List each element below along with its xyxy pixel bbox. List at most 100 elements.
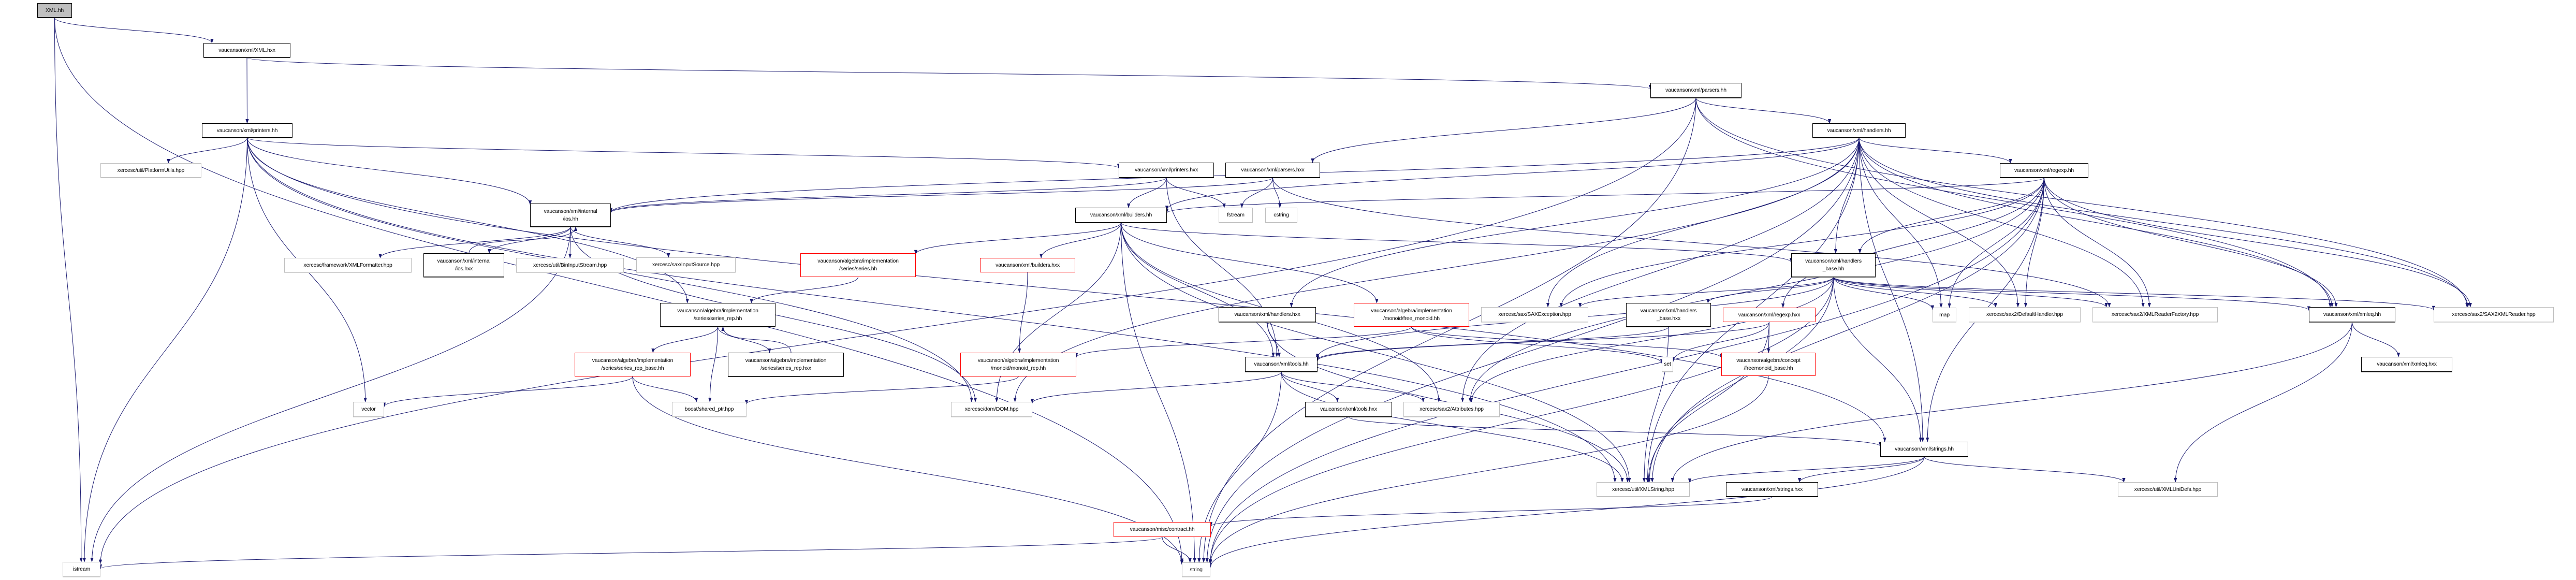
node-contract-hh[interactable]: vaucanson/misc/contract.hh	[1114, 522, 1211, 537]
node-dom[interactable]: xercesc/dom/DOM.hpp	[951, 402, 1032, 417]
node-strings-hh[interactable]: vaucanson/xml/strings.hh	[1880, 442, 1968, 457]
edge-series-rep-hh-to-series-rep-hxx	[718, 326, 771, 353]
node-xmlstring[interactable]: xercesc/util/XMLString.hpp	[1597, 482, 1690, 497]
edge-handlers-base-hh-to-attributes	[1470, 277, 1834, 402]
node-bininputstream[interactable]: xercesc/util/BinInputStream.hpp	[516, 258, 624, 272]
node-xmlformatter[interactable]: xercesc/framework/XMLFormatter.hpp	[284, 258, 412, 272]
node-label: fstream	[1227, 212, 1245, 218]
node-label: vaucanson/xml/builders.hxx	[996, 262, 1060, 268]
edge-printers-hh-to-platformutils	[167, 137, 247, 164]
node-xmleq-hxx[interactable]: vaucanson/xml/xmleq.hxx	[2361, 357, 2452, 372]
node-series-rep-hh[interactable]: vaucanson/algebra/implementation /series…	[660, 303, 775, 327]
edge-builders-hh-to-handlers-base-hh	[1121, 222, 1793, 263]
edge-freemonoid-base-to-string	[1208, 375, 1769, 566]
edge-handlers-hh-to-attributes	[1461, 137, 1860, 402]
node-series-rep-hxx[interactable]: vaucanson/algebra/implementation /series…	[728, 353, 844, 376]
node-series-rep-base[interactable]: vaucanson/algebra/implementation /series…	[575, 353, 691, 376]
node-builders-hxx[interactable]: vaucanson/xml/builders.hxx	[980, 258, 1075, 272]
edge-series-rep-hxx-to-series-rep-hh	[721, 326, 792, 353]
node-builders-hh[interactable]: vaucanson/xml/builders.hh	[1075, 208, 1167, 223]
edge-series-rep-hh-to-series-rep-base	[651, 326, 718, 353]
edge-regexp-hh-to-attributes	[1468, 177, 2044, 402]
edge-tools-hxx-to-strings-hh	[1348, 416, 1882, 447]
node-shared-ptr[interactable]: boost/shared_ptr.hpp	[672, 402, 747, 417]
node-ios-hh[interactable]: vaucanson/xml/internal /ios.hh	[530, 204, 611, 227]
node-regexp-hxx[interactable]: vaucanson/xml/regexp.hxx	[1723, 308, 1816, 322]
node-set[interactable]: set	[1662, 357, 1673, 372]
node-string[interactable]: string	[1182, 562, 1210, 577]
edge-tools-hh-to-xmlstring	[1281, 371, 1624, 483]
edge-printers-hh-to-xmlstring	[247, 137, 1617, 483]
node-map[interactable]: map	[1933, 308, 1956, 322]
edge-builders-hh-to-series-hh	[914, 222, 1121, 255]
edge-regexp-hxx-to-set	[1671, 322, 1769, 363]
node-free-monoid[interactable]: vaucanson/algebra/implementation /monoid…	[1354, 303, 1469, 327]
node-label: xercesc/util/XMLString.hpp	[1612, 486, 1674, 492]
node-sax2xmlreader[interactable]: xercesc/sax2/SAX2XMLReader.hpp	[2434, 307, 2554, 322]
node-printers-hh[interactable]: vaucanson/xml/printers.hh	[202, 123, 292, 138]
node-label: vaucanson/xml/handlers _base.hh	[1805, 258, 1862, 272]
edge-contract-hh-to-istream	[99, 536, 1163, 570]
edge-xmleq-hh-to-xmlstring	[1671, 322, 2352, 483]
node-xmlreaderfactory[interactable]: xercesc/sax2/XMLReaderFactory.hpp	[2092, 307, 2218, 322]
edge-printers-hh-to-series-rep-hh	[247, 137, 689, 303]
node-handlers-base-hxx[interactable]: vaucanson/xml/handlers _base.hxx	[1626, 303, 1711, 327]
node-tools-hh[interactable]: vaucanson/xml/tools.hh	[1245, 357, 1318, 372]
node-platformutils[interactable]: xercesc/util/PlatformUtils.hpp	[100, 163, 201, 178]
node-handlers-base-hh[interactable]: vaucanson/xml/handlers _base.hh	[1791, 253, 1876, 277]
node-fstream[interactable]: fstream	[1219, 208, 1253, 223]
node-label: string	[1190, 566, 1203, 573]
edge-handlers-hh-to-map	[1858, 137, 1943, 308]
node-series-hh[interactable]: vaucanson/algebra/implementation /series…	[800, 253, 916, 277]
edge-parsers-hh-to-parsers-hxx	[1311, 97, 1696, 163]
node-xml-hxx[interactable]: vaucanson/xml/XML.hxx	[203, 43, 290, 57]
node-parsers-hh[interactable]: vaucanson/xml/parsers.hh	[1650, 83, 1741, 98]
node-inputsource[interactable]: xercesc/sax/InputSource.hpp	[636, 257, 736, 272]
node-tools-hxx[interactable]: vaucanson/xml/tools.hxx	[1305, 402, 1392, 417]
node-handlers-hh[interactable]: vaucanson/xml/handlers.hh	[1812, 123, 1906, 138]
node-xmleq-hh[interactable]: vaucanson/xml/xmleq.hh	[2309, 307, 2395, 322]
edge-handlers-base-hh-to-defaulthandler	[1833, 277, 1997, 308]
edge-printers-hh-to-ios-hh	[247, 137, 532, 205]
node-xmlunidefs[interactable]: xercesc/util/XMLUniDefs.hpp	[2118, 482, 2218, 497]
node-label: set	[1664, 361, 1671, 367]
edge-handlers-hh-to-regexp-hh	[1858, 137, 2012, 164]
node-handlers-hxx[interactable]: vaucanson/xml/handlers.hxx	[1219, 307, 1316, 322]
node-vector[interactable]: vector	[353, 402, 384, 417]
edge-printers-hxx-to-builders-hh	[1126, 177, 1167, 208]
node-xml-hh[interactable]: XML.hh	[37, 3, 72, 18]
node-label: xercesc/util/BinInputStream.hpp	[533, 262, 607, 268]
edge-regexp-hh-to-builders-hh	[1165, 177, 2044, 214]
edge-builders-hxx-to-monoid-rep	[1018, 272, 1028, 353]
edge-handlers-base-hxx-to-xmlstring	[1642, 326, 1669, 483]
node-istream[interactable]: istream	[63, 562, 100, 577]
edge-tools-hh-to-dom	[1030, 371, 1282, 404]
node-label: vaucanson/xml/handlers _base.hxx	[1640, 308, 1697, 322]
node-label: vaucanson/algebra/implementation /monoid…	[977, 357, 1059, 371]
edge-free-monoid-to-monoid-rep	[1075, 326, 1412, 358]
node-printers-hxx[interactable]: vaucanson/xml/printers.hxx	[1119, 163, 1214, 178]
edge-parsers-hxx-to-fstream	[1240, 177, 1273, 208]
node-saxexception[interactable]: xercesc/sax/SAXException.hpp	[1481, 307, 1588, 322]
node-ios-hxx[interactable]: vaucanson/xml/internal /ios.hxx	[423, 253, 504, 277]
node-defaulthandler[interactable]: xercesc/sax2/DefaultHandler.hpp	[1969, 307, 2081, 322]
node-cstring[interactable]: cstring	[1265, 208, 1297, 223]
node-monoid-rep[interactable]: vaucanson/algebra/implementation /monoid…	[960, 353, 1076, 376]
node-freemonoid-base[interactable]: vaucanson/algebra/concept /freemonoid_ba…	[1721, 353, 1816, 376]
node-parsers-hxx[interactable]: vaucanson/xml/parsers.hxx	[1225, 163, 1320, 178]
node-label: vaucanson/xml/printers.hh	[216, 127, 278, 134]
node-regexp-hh[interactable]: vaucanson/xml/regexp.hh	[2000, 163, 2088, 178]
node-strings-hxx[interactable]: vaucanson/xml/strings.hxx	[1726, 482, 1818, 497]
edge-handlers-base-hh-to-string	[1208, 277, 1834, 563]
edge-strings-hh-to-strings-hxx	[1798, 456, 1925, 483]
edge-handlers-base-hh-to-sax2xmlreader	[1833, 277, 2435, 311]
node-label: xercesc/framework/XMLFormatter.hpp	[303, 262, 392, 268]
node-label: vaucanson/xml/xmleq.hh	[2323, 311, 2381, 317]
edge-parsers-hh-to-istream	[98, 97, 1696, 564]
edge-free-monoid-to-set	[1411, 326, 1664, 364]
edge-regexp-hh-to-handlers-base-hh	[1858, 177, 2044, 254]
edge-parsers-hh-to-xmleq-hh	[1695, 97, 2332, 308]
node-attributes[interactable]: xercesc/sax2/Attributes.hpp	[1403, 402, 1500, 417]
node-label: vaucanson/xml/XML.hxx	[218, 47, 275, 53]
